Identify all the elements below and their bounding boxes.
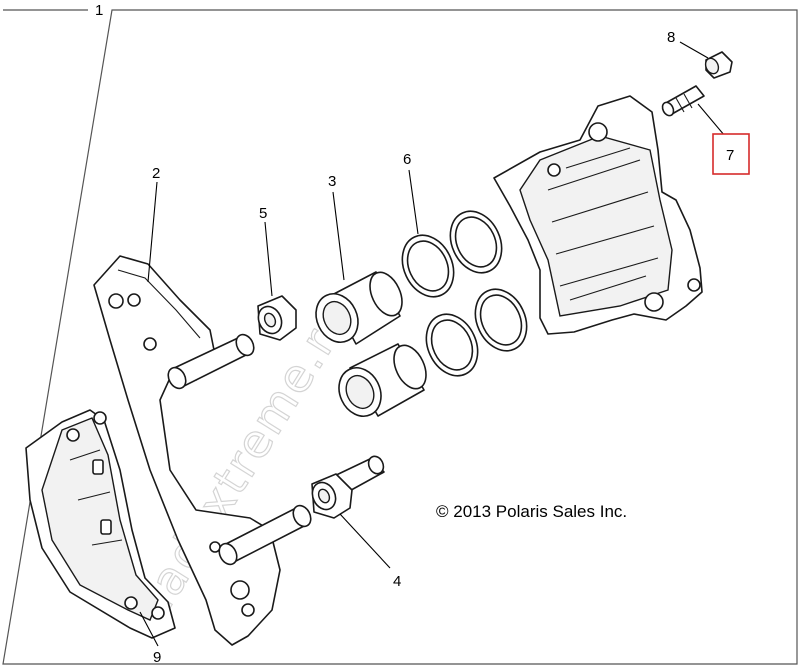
callout-4: 4: [393, 573, 401, 590]
leader-3: [332, 191, 345, 281]
leader-8: [679, 41, 709, 59]
leader-5: [264, 221, 273, 297]
callout-7: 7: [726, 147, 734, 164]
bleeder-screw-part: [661, 85, 705, 117]
bleeder-cap-part: [704, 51, 733, 79]
callout-7-highlight-box: [712, 133, 750, 175]
leader-2: [147, 181, 158, 283]
piston-seals-part: [401, 210, 528, 377]
lower-pin-boot-part: [311, 455, 385, 519]
copyright-text: © 2013 Polaris Sales Inc.: [436, 502, 627, 521]
callout-2: 2: [152, 165, 160, 182]
leader-9: [139, 611, 159, 647]
pistons-part: [315, 271, 427, 417]
header-label: 1: [95, 2, 103, 19]
callout-3: 3: [328, 173, 336, 190]
upper-pin-boot-part: [257, 295, 297, 341]
leader-6: [408, 169, 419, 235]
leader-4: [339, 513, 391, 569]
callout-8: 8: [667, 29, 675, 46]
callout-5: 5: [259, 205, 267, 222]
caliper-bracket-part: [93, 255, 312, 646]
caliper-body-part: [493, 95, 703, 335]
callout-6: 6: [403, 151, 411, 168]
callout-9: 9: [153, 649, 161, 666]
brake-pad-part: [25, 409, 176, 639]
